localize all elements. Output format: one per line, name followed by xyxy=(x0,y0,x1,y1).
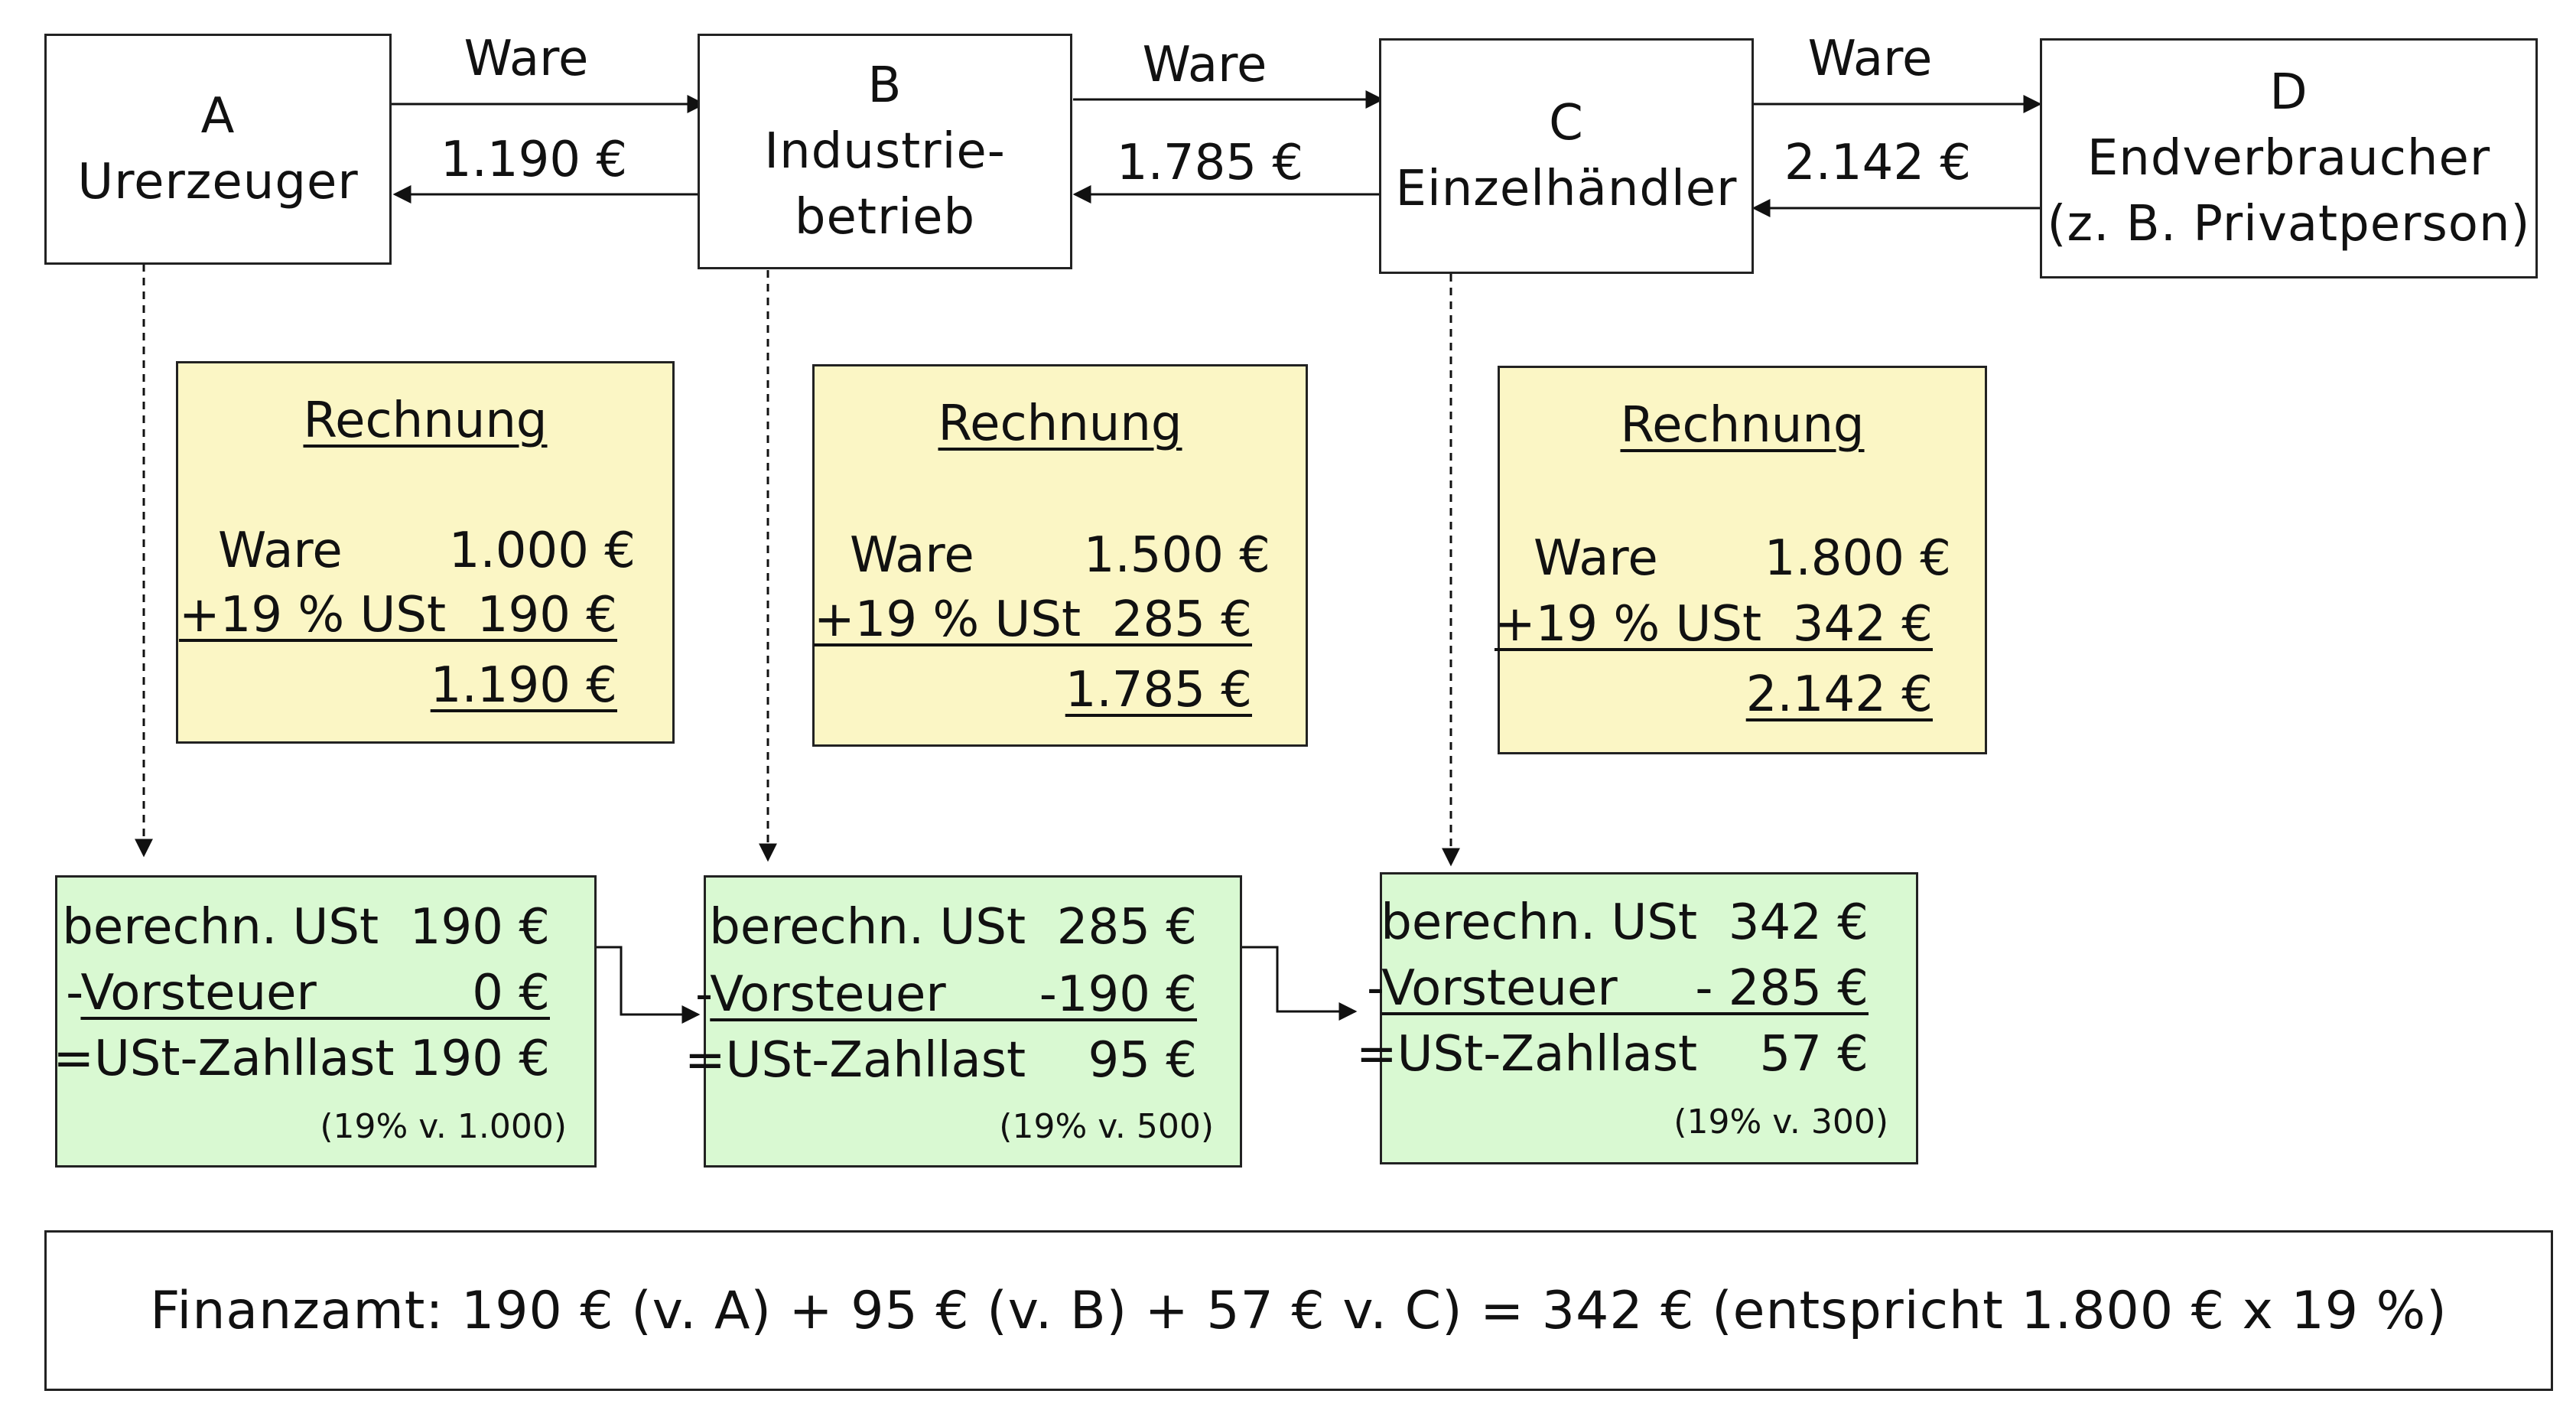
ust-a-line1: berechn. USt 190 € xyxy=(62,899,550,956)
party-b-extra: betrieb xyxy=(794,189,976,246)
invoice-c-title: Rechnung xyxy=(1620,397,1865,454)
ust-b-line1: berechn. USt 285 € xyxy=(709,899,1197,956)
invoice-b-ware-value: 1.500 € xyxy=(1083,527,1270,584)
party-d: D Endverbraucher (z. B. Privatperson) xyxy=(2040,38,2538,278)
ust-c-line2: -Vorsteuer - 285 € xyxy=(1366,960,1869,1017)
invoice-a-ware-label: Ware xyxy=(218,523,343,579)
invoice-c-ust-line: +19 % USt 342 € xyxy=(1494,596,1933,653)
party-d-extra: (z. B. Privatperson) xyxy=(2047,196,2531,252)
invoice-a: Rechnung Ware 1.000 € +19 % USt 190 € 1.… xyxy=(176,361,675,744)
party-a-name: Urerzeuger xyxy=(77,154,359,210)
payment-label-c-d: 2.142 € xyxy=(1784,135,1972,191)
ust-c-line3: =USt-Zahllast 57 € xyxy=(1356,1026,1869,1083)
invoice-b-ust-line: +19 % USt 285 € xyxy=(813,591,1252,648)
elbow-arrow-1-2 xyxy=(589,946,701,1024)
party-d-letter: D xyxy=(2269,64,2308,121)
invoice-c-ware-value: 1.800 € xyxy=(1764,530,1951,587)
party-c-letter: C xyxy=(1549,95,1584,151)
ust-box-c: berechn. USt 342 € -Vorsteuer - 285 € =U… xyxy=(1356,872,1918,1164)
ust-box-b: berechn. USt 285 € -Vorsteuer -190 € =US… xyxy=(685,875,1242,1168)
invoice-c: Rechnung Ware 1.800 € +19 % USt 342 € 2.… xyxy=(1494,366,1987,754)
payment-label-a-b: 1.190 € xyxy=(440,132,628,188)
invoice-a-ust-line: +19 % USt 190 € xyxy=(178,587,617,643)
goods-label-c-d: Ware xyxy=(1807,31,1933,87)
summary-box: Finanzamt: 190 € (v. A) + 95 € (v. B) + … xyxy=(44,1230,2553,1391)
ust-b-line2: -Vorsteuer -190 € xyxy=(694,966,1197,1023)
party-d-name: Endverbraucher xyxy=(2086,130,2491,187)
summary-text: Finanzamt: 190 € (v. A) + 95 € (v. B) + … xyxy=(150,1280,2448,1341)
ust-c-note: (19% v. 300) xyxy=(1673,1102,1888,1142)
party-b-letter: B xyxy=(867,57,903,114)
ust-c-line1: berechn. USt 342 € xyxy=(1381,894,1869,951)
ust-a-line2: -Vorsteuer 0 € xyxy=(66,965,550,1021)
invoice-a-total: 1.190 € xyxy=(430,657,617,714)
invoice-a-ware-value: 1.000 € xyxy=(448,523,636,579)
invoice-b-title: Rechnung xyxy=(938,396,1182,452)
payment-label-b-c: 1.785 € xyxy=(1116,135,1304,191)
elbow-arrow-2-3 xyxy=(1232,946,1358,1021)
ust-box-a: berechn. USt 190 € -Vorsteuer 0 € =USt-Z… xyxy=(53,875,597,1168)
party-a: A Urerzeuger xyxy=(44,34,392,265)
party-c-name: Einzelhändler xyxy=(1395,161,1738,217)
invoice-b-ware-label: Ware xyxy=(850,527,974,584)
party-a-letter: A xyxy=(200,88,236,145)
invoice-c-ware-label: Ware xyxy=(1534,530,1658,587)
invoice-c-total: 2.142 € xyxy=(1745,666,1933,723)
ust-a-line3: =USt-Zahllast 190 € xyxy=(53,1031,550,1087)
party-c: C Einzelhändler xyxy=(1379,38,1754,274)
party-b: B Industrie- betrieb xyxy=(698,34,1072,269)
goods-label-a-b: Ware xyxy=(463,31,589,87)
invoice-b: Rechnung Ware 1.500 € +19 % USt 285 € 1.… xyxy=(812,364,1308,747)
invoice-b-total: 1.785 € xyxy=(1065,662,1252,718)
party-b-name: Industrie- xyxy=(764,123,1006,180)
goods-label-b-c: Ware xyxy=(1142,37,1267,93)
invoice-a-title: Rechnung xyxy=(303,392,548,449)
ust-a-note: (19% v. 1.000) xyxy=(320,1107,567,1146)
ust-b-line3: =USt-Zahllast 95 € xyxy=(685,1032,1197,1089)
ust-b-note: (19% v. 500) xyxy=(999,1107,1214,1146)
